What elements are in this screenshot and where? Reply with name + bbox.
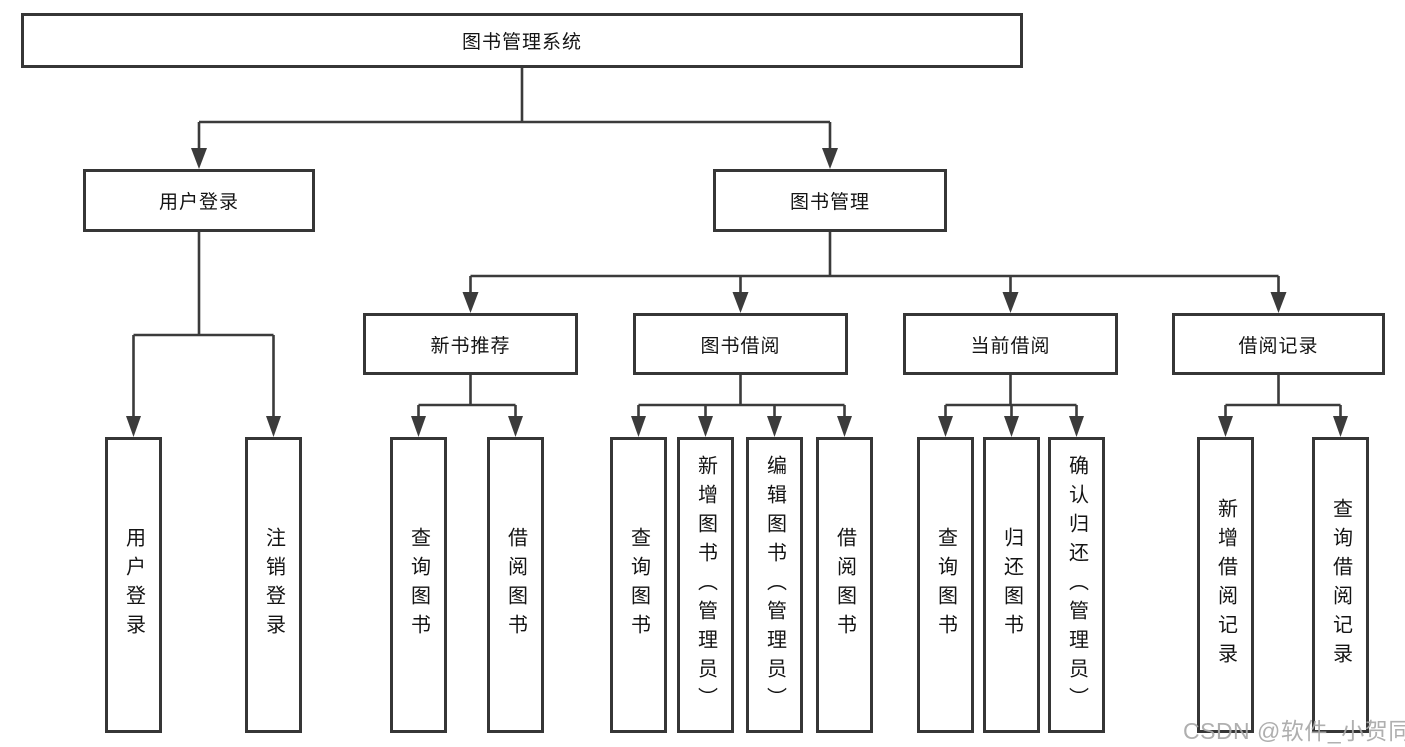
node-user-login: 用户登录	[83, 169, 315, 232]
connector-user-login	[132, 232, 275, 418]
leaf-edit-book-admin: 编辑图书（管理员）	[746, 437, 803, 733]
node-book-borrowing: 图书借阅	[633, 313, 848, 375]
leaf-add-borrow-record: 新增借阅记录	[1197, 437, 1254, 733]
leaf-add-book-admin: 新增图书（管理员）	[677, 437, 734, 733]
connector-book-borrow	[637, 375, 846, 418]
leaf-query-book-recommend: 查询图书	[390, 437, 447, 733]
leaf-borrow-book: 借阅图书	[816, 437, 873, 733]
leaf-query-borrow-record: 查询借阅记录	[1312, 437, 1369, 733]
leaf-query-book-current: 查询图书	[917, 437, 974, 733]
leaf-user-login: 用户登录	[105, 437, 162, 733]
leaf-borrow-book-recommend: 借阅图书	[487, 437, 544, 733]
csdn-watermark: CSDN @软件_小贺同学	[1183, 718, 1405, 744]
leaf-confirm-return-admin: 确认归还（管理员）	[1048, 437, 1105, 733]
connector-book-mgmt	[469, 232, 1280, 296]
node-book-management: 图书管理	[713, 169, 947, 232]
leaf-logout: 注销登录	[245, 437, 302, 733]
leaf-return-book: 归还图书	[983, 437, 1040, 733]
node-borrowing-records: 借阅记录	[1172, 313, 1385, 375]
connector-borrow-records	[1224, 375, 1342, 418]
connector-root	[197, 68, 832, 150]
leaf-query-book-borrow: 查询图书	[610, 437, 667, 733]
connector-new-book	[417, 375, 517, 418]
node-new-book-recommend: 新书推荐	[363, 313, 578, 375]
arrowheads	[126, 148, 1348, 437]
node-root: 图书管理系统	[21, 13, 1023, 68]
node-current-borrowing: 当前借阅	[903, 313, 1118, 375]
connector-current-borrow	[944, 375, 1078, 418]
